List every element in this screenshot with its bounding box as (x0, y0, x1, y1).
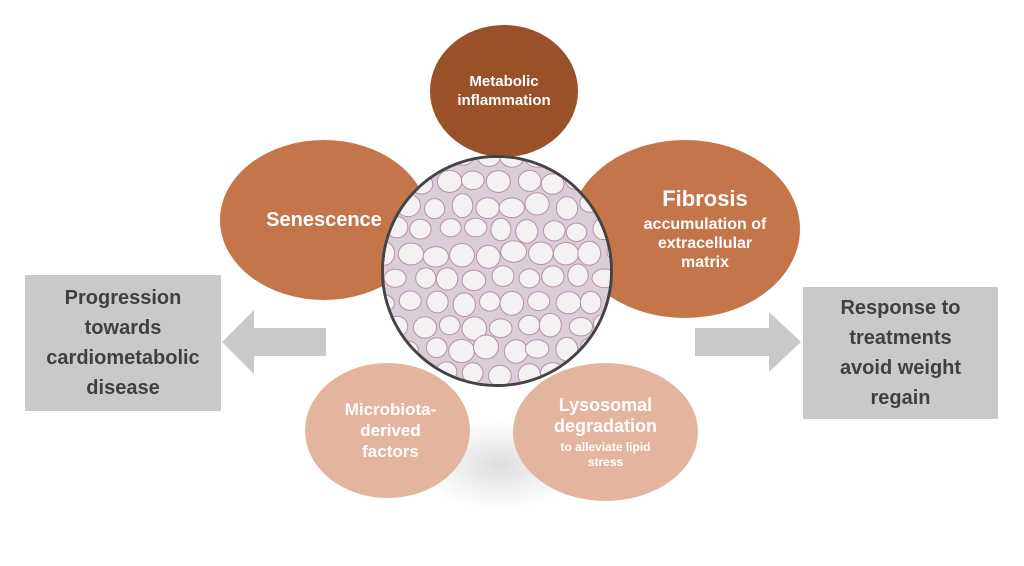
adipocyte-cell (473, 334, 499, 360)
adipocyte-cell (384, 268, 407, 288)
adipocyte-cell (518, 268, 541, 289)
adipocyte-cell (552, 242, 580, 266)
adipocyte-cell (517, 363, 541, 384)
adipocyte-cell (565, 222, 588, 243)
progression-box: Progression towards cardiometabolic dise… (25, 275, 221, 411)
adipocyte-cell (488, 318, 513, 338)
adipocyte-cell (448, 338, 475, 364)
micrograph-cells (384, 158, 610, 384)
adipocyte-cell (538, 312, 562, 338)
adipocyte-cell (424, 198, 446, 220)
adipocyte-cell (409, 218, 432, 240)
petal-metabolic-inflammation: Metabolic inflammation (430, 25, 578, 157)
petal-senescence-label: Senescence (266, 208, 382, 231)
adipocyte-cell (475, 244, 501, 269)
adipocyte-cell (451, 193, 474, 219)
adipocyte-cell (580, 336, 606, 360)
petal-lysosomal-title: Lysosomal degradation (553, 394, 657, 436)
adipocyte-cell (479, 291, 501, 312)
adipocyte-cell (439, 218, 462, 238)
adipocyte-cell (395, 340, 419, 360)
adipocyte-cell (577, 240, 602, 266)
petal-microbiota-label: Microbiota- derived factors (344, 400, 437, 461)
adipocyte-cell (425, 158, 448, 170)
adipocyte-cell (435, 267, 459, 291)
adipocyte-cell (412, 316, 438, 339)
adipocyte-cell (452, 292, 476, 317)
adipocyte-cell (398, 290, 422, 311)
adipocyte-cell (524, 192, 550, 216)
adipocyte-cell (568, 317, 593, 337)
adipocyte-cell (485, 170, 511, 193)
adipocyte-cell (524, 339, 550, 359)
adipocyte-cell (604, 339, 610, 358)
petal-fibrosis-detail: accumulation of extracellular matrix (643, 216, 767, 271)
adipocyte-cell (397, 242, 425, 266)
adipocyte-cell (591, 268, 610, 289)
adipocyte-cell (461, 316, 488, 341)
petal-lysosomal-detail: to alleviate lipid stress (560, 439, 651, 469)
adipocyte-cell (500, 240, 528, 263)
adipocyte-cell (477, 158, 501, 167)
adipocyte-cell (555, 196, 579, 221)
adipocyte-cell (499, 158, 526, 168)
adipocyte-cell (475, 197, 500, 220)
adipocyte-cell (555, 336, 579, 362)
adipocyte-cell (384, 341, 397, 361)
petal-lysosomal: Lysosomal degradation to alleviate lipid… (513, 363, 698, 501)
adipocyte-cell (498, 197, 526, 219)
adipocyte-cell (425, 337, 448, 359)
adipocyte-cell (503, 339, 529, 364)
adipocyte-cell (555, 291, 582, 315)
adipocyte-cell (426, 290, 449, 314)
adipocyte-cell (515, 219, 539, 244)
adipocyte-cell (460, 170, 485, 191)
adipocyte-cell (528, 241, 554, 266)
petal-microbiota: Microbiota- derived factors (305, 363, 470, 498)
adipocyte-cell (518, 314, 541, 336)
adipocyte-cell (490, 217, 512, 242)
adipocyte-cell (461, 269, 487, 292)
adipocyte-cell (491, 265, 515, 287)
petal-fibrosis-title: Fibrosis (662, 186, 748, 211)
adipocyte-cell (499, 290, 525, 316)
adipocyte-cell (488, 364, 512, 384)
adipocyte-cell (527, 291, 551, 312)
adipocyte-cell (436, 169, 463, 193)
adipocyte-cell (567, 263, 589, 287)
adipocyte-cell (541, 265, 565, 288)
adipocyte-cell (579, 290, 602, 315)
adipocyte-cell (449, 243, 475, 268)
arrow-right-icon (695, 312, 801, 372)
adipocyte-cell (415, 267, 437, 289)
petal-metabolic-label: Metabolic inflammation (457, 73, 551, 109)
adipocyte-cell (461, 362, 484, 384)
response-box: Response to treatments avoid weight rega… (803, 287, 998, 419)
adipocyte-cell (422, 246, 449, 268)
adipocyte-cell (553, 158, 578, 169)
adipocyte-cell (438, 315, 461, 336)
adipocyte-cell (578, 158, 602, 172)
adipocyte-cell (386, 315, 409, 338)
adipocyte-cell (464, 217, 488, 238)
adipocyte-cell (540, 173, 565, 195)
arrow-left-icon (222, 310, 326, 374)
adipocyte-cell (543, 220, 566, 242)
adipose-tissue-micrograph-icon (381, 155, 613, 387)
adipocyte-cell (517, 169, 542, 192)
